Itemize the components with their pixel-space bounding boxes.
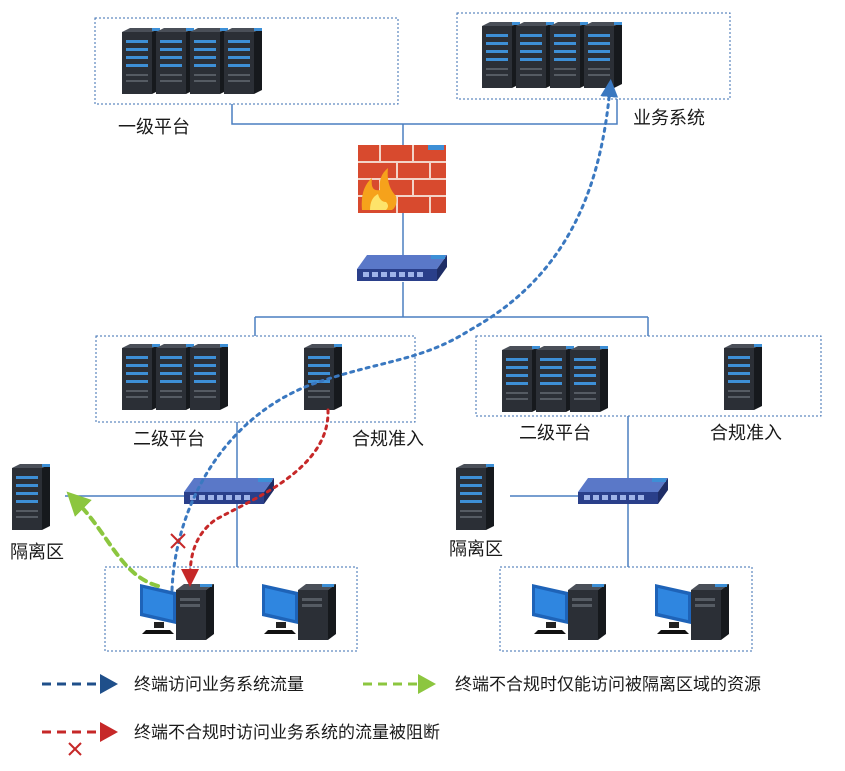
legend-blue-text: 终端访问业务系统流量 [134,675,304,695]
server-icon [502,346,540,412]
label-compliance-left: 合规准入 [352,429,424,450]
isolation-server-left-icon [12,464,50,530]
firewall-icon [358,145,446,213]
zone-level2-left [95,335,416,423]
right-access-switch-icon [578,478,668,504]
server-icon [482,22,520,88]
zone-terminals-right [499,566,753,652]
server-icon [516,22,554,88]
workstation-icon [262,584,336,640]
zone-level1-platform [94,17,399,105]
legend-green-text: 终端不合规时仅能访问被隔离区域的资源 [455,675,761,695]
level2-left-server-cluster [122,344,228,410]
label-isolation-right: 隔离区 [449,539,503,560]
label-level1-platform: 一级平台 [118,117,190,138]
business-server-cluster [482,22,622,88]
server-icon [190,344,228,410]
level2-right-server-cluster [502,346,608,412]
legend-blue-swatch [42,674,118,694]
workstation-icon [655,584,729,640]
workstation-icon [140,584,214,640]
workstation-icon [532,584,606,640]
level1-server-cluster [122,28,262,94]
label-business-system: 业务系统 [633,108,705,129]
server-icon [224,28,262,94]
legend: 终端访问业务系统流量 终端不合规时仅能访问被隔离区域的资源 终端不合规时访问业务… [42,674,761,756]
zone-business-system [456,12,731,100]
red-flow-path [181,408,330,587]
server-icon [570,346,608,412]
compliance-server-right-icon [724,344,762,410]
server-icon [156,28,194,94]
link-level1-to-business [231,99,618,125]
server-icon [584,22,622,88]
server-icon [550,22,588,88]
legend-green-swatch [363,674,436,694]
green-flow-path [66,491,160,588]
server-icon [190,28,228,94]
server-icon [122,28,160,94]
core-switch-icon [357,255,447,281]
legend-blocked-x-icon [68,742,82,756]
server-icon [156,344,194,410]
blue-flow-path [170,79,619,592]
label-compliance-right: 合规准入 [710,423,782,444]
isolation-server-right-icon [456,464,494,530]
label-level2-platform-left: 二级平台 [133,429,205,450]
legend-red-text: 终端不合规时访问业务系统的流量被阻断 [134,723,440,743]
label-isolation-left: 隔离区 [10,542,64,563]
legend-red-swatch [42,722,118,742]
blocked-x-icon [170,533,186,549]
server-icon [122,344,160,410]
label-level2-platform-right: 二级平台 [519,423,591,444]
zone-terminals-left [104,566,358,652]
link-lines [65,99,649,567]
server-icon [536,346,574,412]
